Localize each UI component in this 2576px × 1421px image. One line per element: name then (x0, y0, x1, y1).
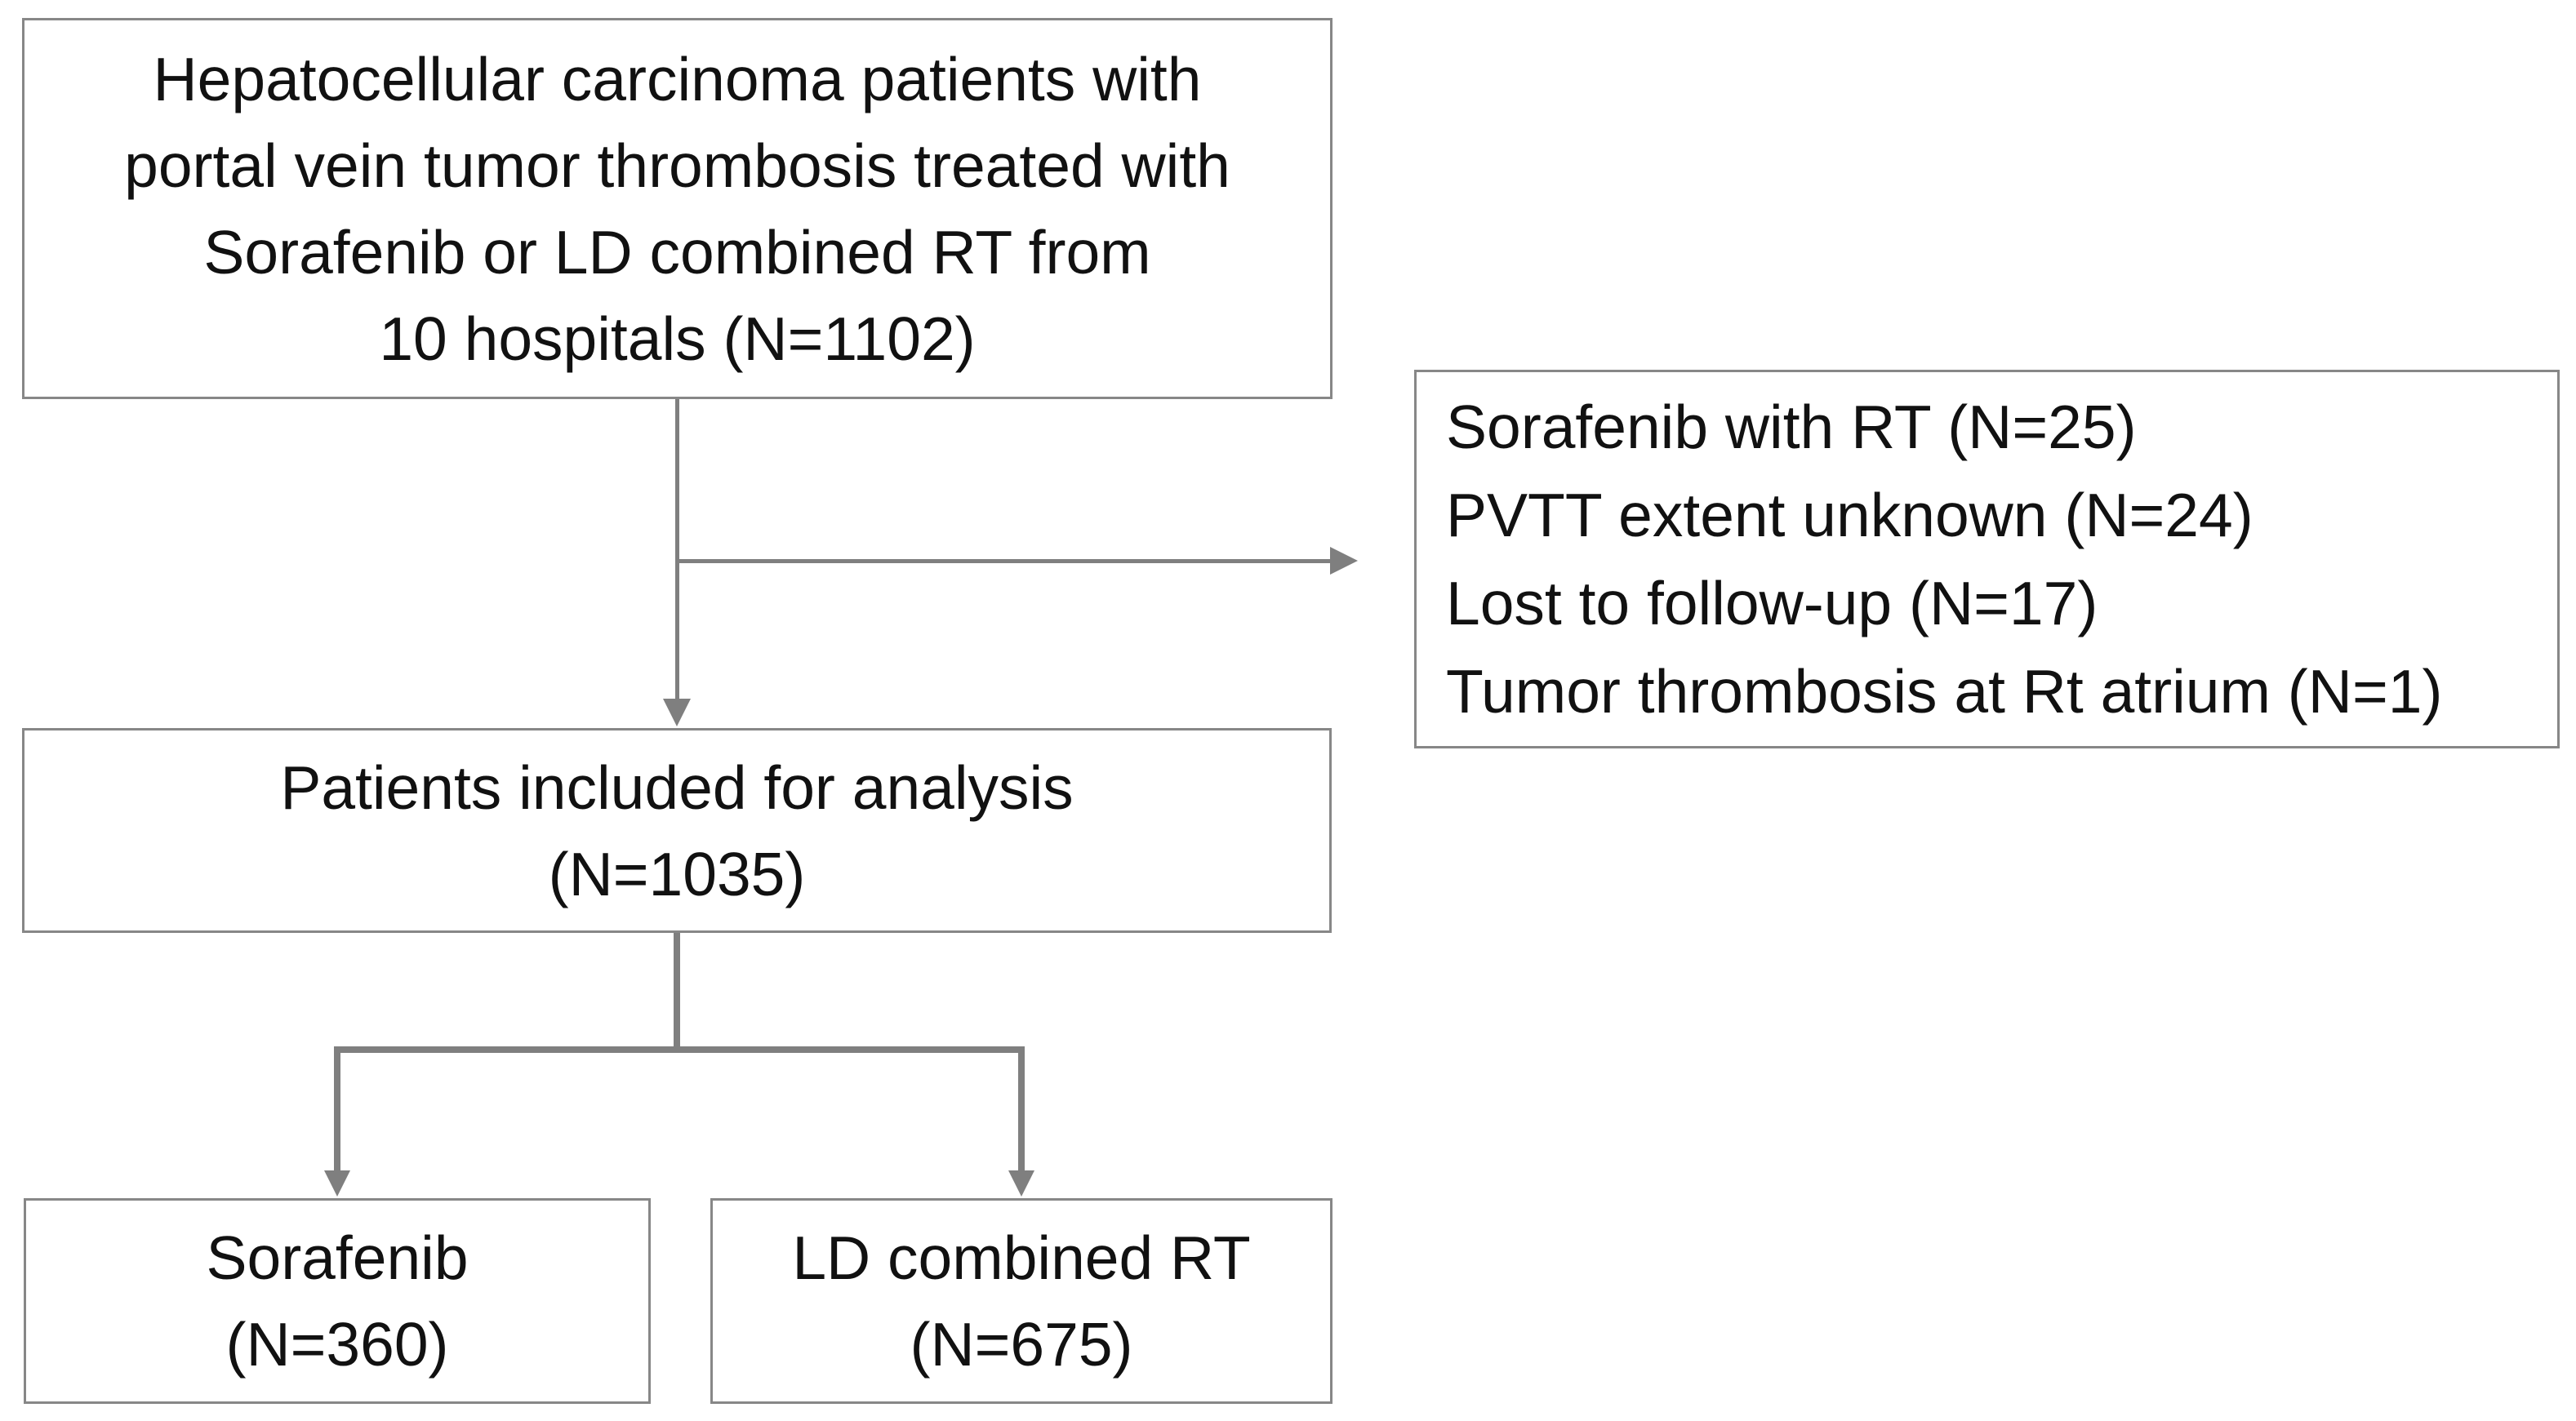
down-arrow-icon (1008, 1170, 1034, 1197)
sorafenib-box-line-1: Sorafenib (206, 1223, 469, 1292)
included-box-line-2: (N=1035) (548, 839, 806, 908)
exclusion-line-3: Lost to follow-up (N=17) (1446, 569, 2098, 637)
connector-included-to-split (674, 933, 680, 1051)
sorafenib-box-line-2: (N=360) (225, 1310, 449, 1379)
included-analysis-box: Patients included for analysis (N=1035) (22, 728, 1332, 933)
connector-source-to-included (675, 399, 679, 699)
sorafenib-arm-box: Sorafenib (N=360) (24, 1198, 651, 1404)
exclusion-line-2: PVTT extent unknown (N=24) (1446, 481, 2253, 549)
down-arrow-icon (324, 1170, 350, 1197)
exclusions-box: Sorafenib with RT (N=25) PVTT extent unk… (1414, 370, 2560, 748)
source-box-line-2: portal vein tumor thrombosis treated wit… (124, 131, 1230, 200)
connector-split-to-ldrt (1018, 1046, 1025, 1170)
ldrt-box-line-2: (N=675) (910, 1310, 1133, 1379)
exclusion-line-1: Sorafenib with RT (N=25) (1446, 393, 2137, 461)
down-arrow-icon (663, 699, 691, 726)
ld-combined-rt-arm-box: LD combined RT (N=675) (710, 1198, 1332, 1404)
source-box-line-3: Sorafenib or LD combined RT from (203, 217, 1151, 286)
connector-split-line (334, 1046, 1025, 1053)
source-box-line-1: Hepatocellular carcinoma patients with (153, 44, 1202, 113)
connector-split-to-sorafenib (334, 1046, 340, 1170)
ldrt-box-line-1: LD combined RT (792, 1223, 1251, 1292)
source-box-line-4: 10 hospitals (N=1102) (379, 304, 976, 373)
source-population-box: Hepatocellular carcinoma patients with p… (22, 18, 1332, 399)
connector-branch-to-exclusions (677, 559, 1330, 563)
exclusion-line-4: Tumor thrombosis at Rt atrium (N=1) (1446, 657, 2443, 726)
right-arrow-icon (1330, 547, 1358, 575)
included-box-line-1: Patients included for analysis (280, 753, 1074, 822)
